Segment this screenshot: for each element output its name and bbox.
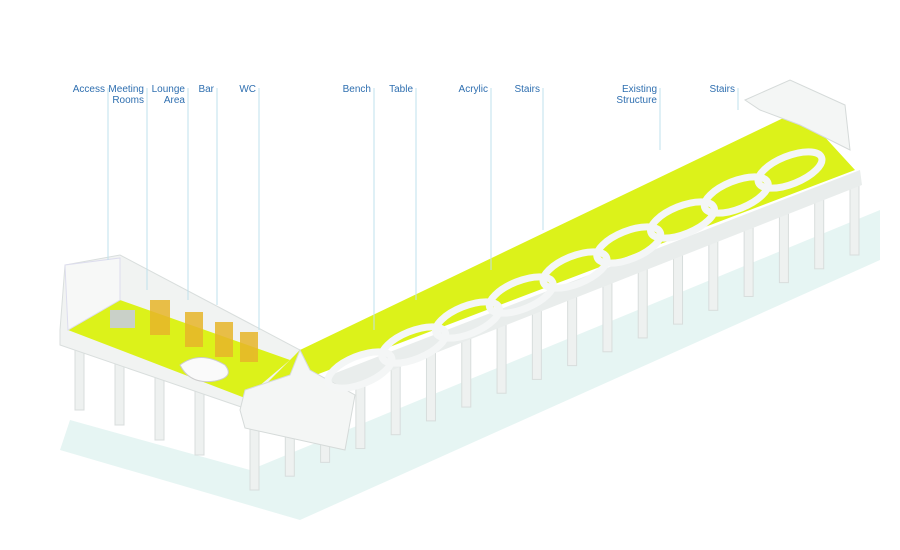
label-access: Access xyxy=(73,84,105,95)
leader-lines xyxy=(107,88,739,330)
label-text: Bar xyxy=(198,84,214,95)
column xyxy=(461,336,472,408)
left-wing-back-wall xyxy=(64,257,121,331)
acrylic-form xyxy=(324,348,396,392)
gable-end-front xyxy=(239,348,356,451)
acrylic-form xyxy=(378,323,450,367)
column xyxy=(425,350,436,422)
label-bar: Bar xyxy=(198,84,214,95)
label-text: Lounge xyxy=(151,84,185,95)
column xyxy=(637,267,648,339)
acrylic-ceiling-forms xyxy=(324,148,826,392)
acrylic-form xyxy=(647,198,718,242)
column xyxy=(531,308,542,380)
label-text: Existing xyxy=(621,84,657,95)
label-text: Rooms xyxy=(112,95,144,106)
column xyxy=(743,225,754,297)
column xyxy=(602,281,613,353)
column xyxy=(708,239,719,311)
column xyxy=(194,384,205,456)
stair-void xyxy=(110,310,135,328)
label-text: Meeting xyxy=(108,84,144,95)
gable-end-back xyxy=(743,79,851,151)
acrylic-form xyxy=(754,148,826,192)
label-text: WC xyxy=(239,84,256,95)
column xyxy=(673,253,684,325)
label-text: Area xyxy=(163,95,185,106)
column xyxy=(496,322,507,394)
label-acrylic: Acrylic xyxy=(459,84,488,95)
lounge-bench xyxy=(179,357,229,383)
meeting-rooms-pods xyxy=(150,300,258,362)
label-text: Stairs xyxy=(709,84,735,95)
column xyxy=(778,212,789,284)
acrylic-form xyxy=(700,173,772,217)
column xyxy=(814,198,825,270)
acrylic-form xyxy=(593,223,665,267)
label-table: Table xyxy=(389,84,413,95)
acrylic-form xyxy=(432,298,503,342)
label-wc: WC xyxy=(239,84,256,95)
column xyxy=(849,184,860,256)
column xyxy=(390,364,401,436)
acrylic-form xyxy=(539,248,611,292)
label-bench: Bench xyxy=(343,84,371,95)
label-text: Table xyxy=(389,84,413,95)
label-stairs-1: Stairs xyxy=(514,84,540,95)
label-text: Acrylic xyxy=(458,84,488,95)
main-wing-floor xyxy=(250,110,855,400)
label-text: Structure xyxy=(616,95,657,106)
label-text: Access xyxy=(72,84,105,95)
label-text: Stairs xyxy=(514,84,540,95)
acrylic-form xyxy=(485,273,557,317)
label-text: Bench xyxy=(342,84,371,95)
column xyxy=(567,295,578,367)
label-stairs-2: Stairs xyxy=(709,84,735,95)
